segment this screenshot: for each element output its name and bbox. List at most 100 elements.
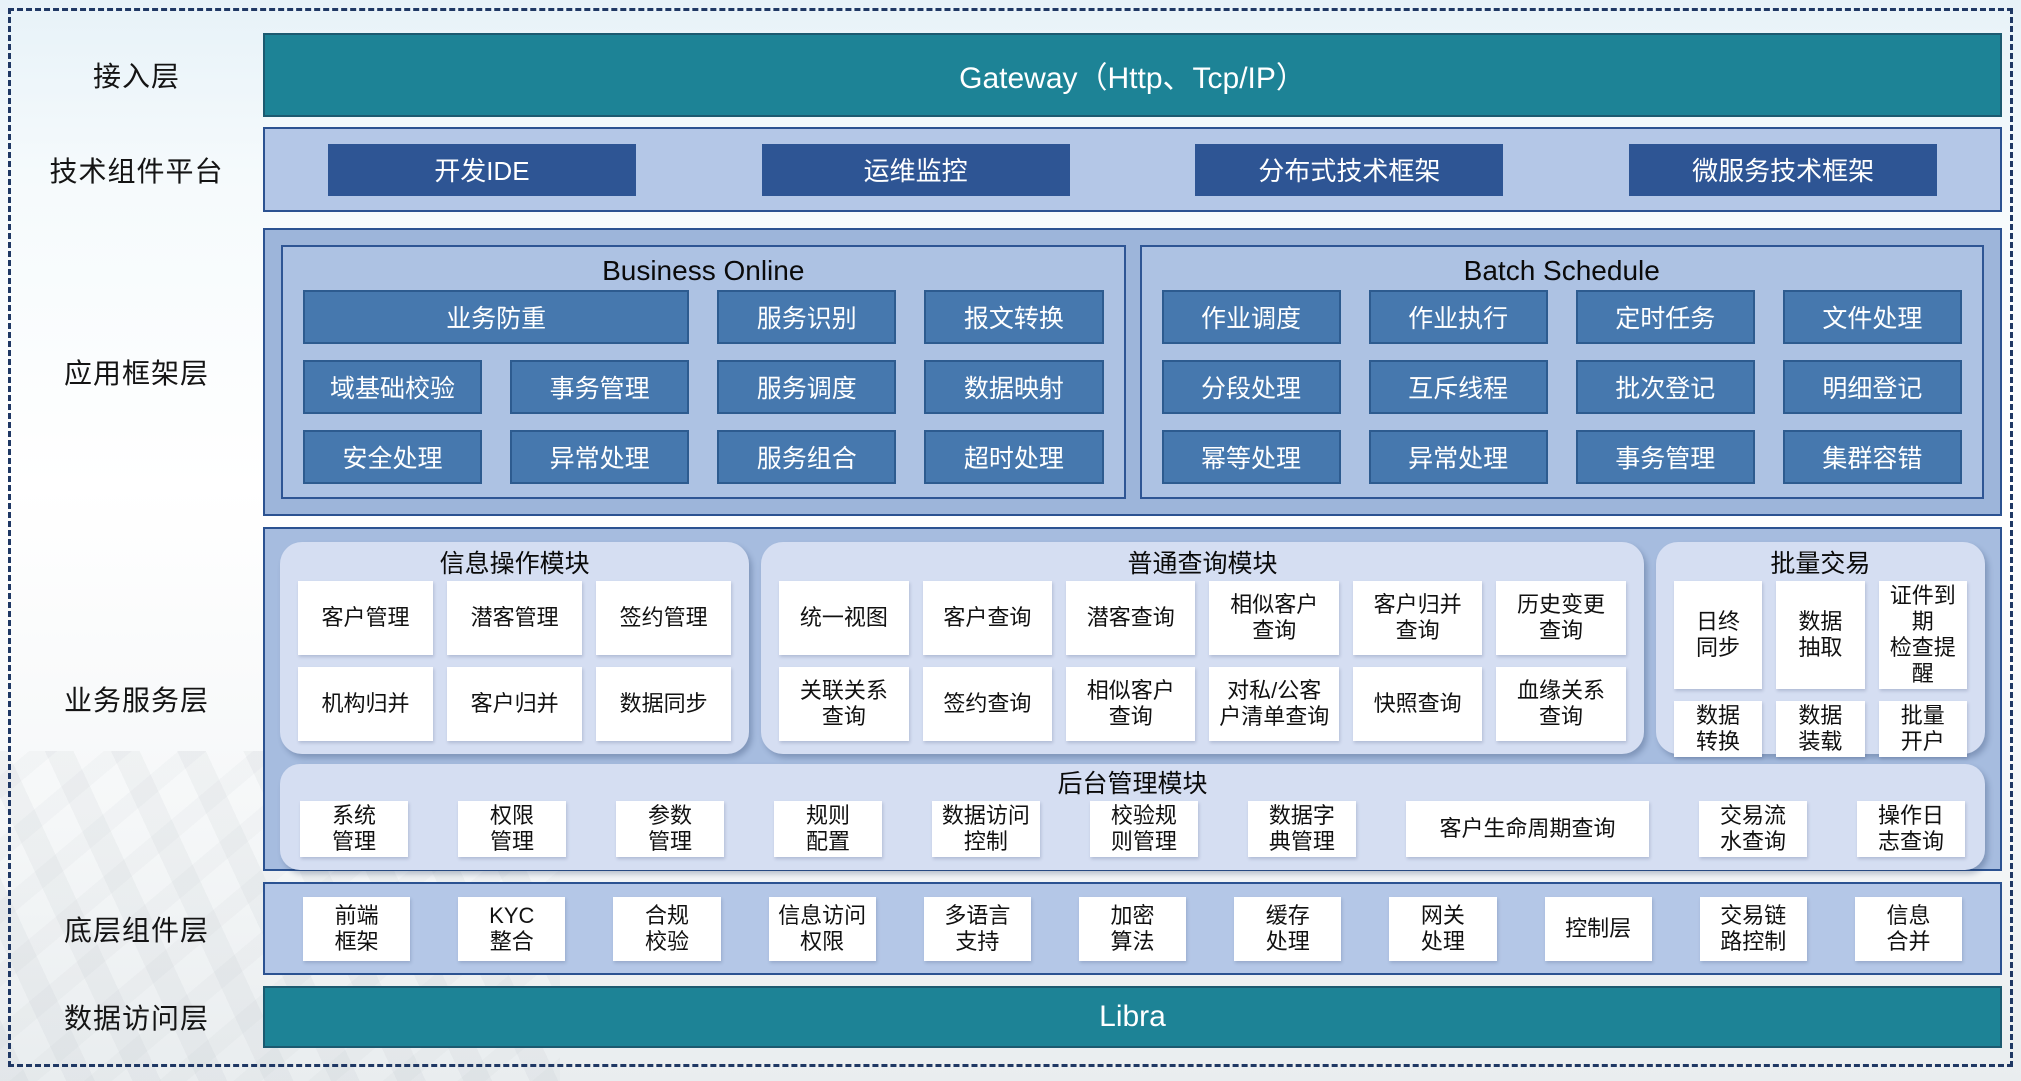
business-online-item: 服务调度 [717,360,897,414]
batch-schedule-item: 文件处理 [1782,290,1962,344]
batch-schedule-title: Batch Schedule [1463,255,1660,286]
base-component-item: 前端 框架 [303,896,411,961]
batch-schedule-grid: 作业调度作业执行定时任务文件处理分段处理互斥线程批次登记明细登记幂等处理异常处理… [1161,290,1962,484]
info-operations-item: 数据同步 [596,667,732,741]
admin-module-item: 客户生命周期查询 [1405,801,1650,857]
business-online-title: Business Online [602,255,805,286]
common-query-item: 客户查询 [922,581,1053,655]
base-components-panel: 前端 框架 KYC 整合合规 校验信息访问 权限多语言 支持加密 算法缓存 处理网… [263,882,2002,975]
admin-module-item: 系统 管理 [300,801,408,857]
batch-schedule-item: 互斥线程 [1368,360,1548,414]
app-framework-label: 应用框架层 [63,358,209,389]
batch-schedule-item: 作业调度 [1161,290,1341,344]
tech-component-box: 分布式技术框架 [1195,143,1504,196]
batch-schedule-item: 事务管理 [1575,430,1755,484]
layer-access-row: 接入层 Gateway（Http、Tcp/IP） [10,33,2011,117]
business-online-panel: Business Online 业务防重服务识别报文转换域基础校验事务管理服务调… [281,245,1126,499]
info-operations-grid: 客户管理潜客管理签约管理机构归并客户归并数据同步 [298,581,732,741]
layer-tech-platform-row: 技术组件平台 开发IDE 运维监控 分布式技术框架 微服务技术框架 [10,127,2011,212]
batch-trade-item: 批量 开户 [1878,700,1967,757]
common-query-grid: 统一视图客户查询潜客查询相似客户 查询客户归并 查询历史变更 查询关联关系 查询… [779,581,1626,741]
batch-trade-item: 日终 同步 [1673,581,1763,689]
base-component-item: 控制层 [1544,896,1652,961]
business-online-grid: 业务防重服务识别报文转换域基础校验事务管理服务调度数据映射安全处理异常处理服务组… [303,290,1104,484]
architecture-diagram: 接入层 Gateway（Http、Tcp/IP） 技术组件平台 开发IDE 运维监… [10,10,2011,1048]
base-component-item: 合规 校验 [613,896,721,961]
common-query-item: 潜客查询 [1066,581,1196,655]
batch-schedule-item: 批次登记 [1575,360,1755,414]
business-online-item: 安全处理 [303,430,483,484]
admin-module: 后台管理模块 系统 管理权限 管理参数 管理规则 配置数据访问 控制校验规 则管… [280,764,1985,870]
business-online-item: 数据映射 [924,360,1104,414]
common-query-item: 签约查询 [922,667,1053,741]
common-query-module: 普通查询模块 统一视图客户查询潜客查询相似客户 查询客户归并 查询历史变更 查询… [761,542,1644,754]
admin-module-item: 交易流 水查询 [1699,801,1808,857]
admin-module-item: 规则 配置 [773,801,882,857]
tech-platform-label: 技术组件平台 [49,155,224,187]
batch-schedule-item: 集群容错 [1782,430,1962,484]
common-query-item: 对私/公客 户清单查询 [1209,667,1339,741]
base-component-item: 多语言 支持 [923,896,1031,961]
diagram-dashed-frame [8,8,2013,1067]
base-component-item: 信息访问 权限 [768,896,876,961]
batch-trade-item: 数据 转换 [1673,700,1763,757]
info-operations-item: 客户管理 [298,581,434,655]
batch-trade-grid: 日终 同步数据 抽取证件到期 检查提醒数据 转换数据 装载批量 开户 [1673,581,1967,757]
info-operations-item: 潜客管理 [447,581,583,655]
batch-schedule-item: 异常处理 [1368,430,1548,484]
layer-base-components-row: 底层组件层 前端 框架 KYC 整合合规 校验信息访问 权限多语言 支持加密 算法… [10,882,2011,975]
business-online-item: 服务组合 [717,430,897,484]
tech-component-box: 微服务技术框架 [1629,143,1938,196]
batch-trade-module: 批量交易 日终 同步数据 抽取证件到期 检查提醒数据 转换数据 装载批量 开户 [1655,542,1985,757]
admin-module-item: 数据字 典管理 [1247,801,1356,857]
base-components-label: 底层组件层 [63,914,209,946]
admin-module-item: 参数 管理 [615,801,724,857]
base-component-item: 加密 算法 [1078,896,1187,961]
tech-component-box: 运维监控 [761,143,1070,196]
info-operations-module: 信息操作模块 客户管理潜客管理签约管理机构归并客户归并数据同步 [280,542,750,754]
batch-schedule-item: 作业执行 [1368,290,1548,344]
info-operations-title: 信息操作模块 [439,550,590,578]
layer-data-access-row: 数据访问层 Libra [10,986,2011,1048]
common-query-item: 统一视图 [779,581,909,655]
business-online-item: 超时处理 [924,430,1104,484]
business-online-item: 事务管理 [510,360,690,414]
access-layer-label: 接入层 [92,61,180,92]
common-query-item: 历史变更 查询 [1496,581,1626,655]
base-component-item: 网关 处理 [1389,896,1497,961]
batch-trade-item: 数据 抽取 [1776,581,1865,689]
common-query-title: 普通查询模块 [1127,550,1278,578]
base-component-item: KYC 整合 [458,896,566,961]
admin-module-item: 校验规 则管理 [1089,801,1198,857]
common-query-item: 快照查询 [1352,667,1483,741]
batch-trade-item: 证件到期 检查提醒 [1878,581,1967,689]
app-framework-container: Business Online 业务防重服务识别报文转换域基础校验事务管理服务调… [263,228,2002,516]
batch-trade-item: 数据 装载 [1776,700,1865,757]
batch-schedule-item: 幂等处理 [1161,430,1341,484]
business-service-container: 信息操作模块 客户管理潜客管理签约管理机构归并客户归并数据同步 普通查询模块 统… [263,527,2002,871]
base-component-item: 交易链 路控制 [1699,896,1807,961]
business-online-item: 报文转换 [924,290,1104,344]
gateway-bar: Gateway（Http、Tcp/IP） [263,33,2002,117]
business-online-item: 域基础校验 [303,360,483,414]
batch-schedule-item: 分段处理 [1161,360,1341,414]
common-query-item: 相似客户 查询 [1066,667,1196,741]
tech-component-box: 开发IDE [327,143,636,196]
base-component-item: 信息 合并 [1854,896,1963,961]
info-operations-item: 客户归并 [447,667,583,741]
admin-module-title: 后台管理模块 [1057,770,1208,798]
libra-bar: Libra [263,986,2002,1048]
business-online-item: 服务识别 [717,290,897,344]
business-online-item: 业务防重 [303,290,690,344]
batch-schedule-item: 定时任务 [1575,290,1755,344]
base-component-item: 缓存 处理 [1234,896,1342,961]
common-query-item: 相似客户 查询 [1209,581,1339,655]
data-access-label: 数据访问层 [63,1003,209,1034]
admin-module-item: 操作日 志查询 [1857,801,1966,857]
admin-module-item: 权限 管理 [457,801,566,857]
batch-trade-title: 批量交易 [1770,550,1871,578]
admin-module-item: 数据访问 控制 [931,801,1040,857]
info-operations-item: 机构归并 [298,667,434,741]
common-query-item: 血缘关系 查询 [1496,667,1626,741]
service-modules-row: 信息操作模块 客户管理潜客管理签约管理机构归并客户归并数据同步 普通查询模块 统… [280,542,1985,757]
